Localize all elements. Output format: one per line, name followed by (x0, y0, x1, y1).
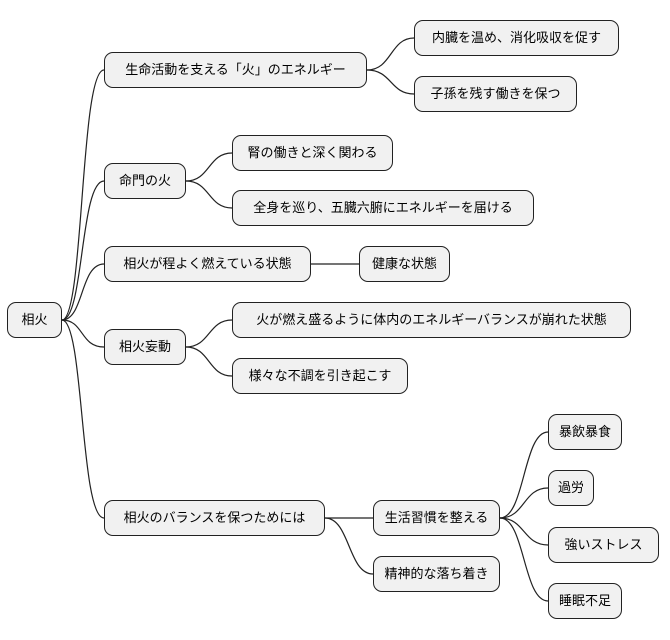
node-mental-calm: 精神的な落ち着き (373, 556, 500, 592)
node-preserve-offspring: 子孫を残す働きを保つ (414, 76, 577, 112)
node-keep-balance: 相火のバランスを保つためには (104, 500, 325, 536)
edge-root-life (61, 69, 105, 321)
edge-root-balanced (61, 263, 105, 321)
node-imbalance: 火が燃え盛るように体内のエネルギーバランスが崩れた状態 (232, 302, 631, 338)
node-wangdong: 相火妄動 (104, 329, 186, 365)
node-lifestyle-habits: 生活習慣を整える (373, 500, 500, 536)
edge-root-wangdong (61, 319, 105, 348)
edge-root-keep (61, 319, 105, 519)
edge-wangdong-imbalance (185, 319, 233, 348)
node-kidney-function: 腎の働きと深く関わる (232, 135, 393, 171)
node-sleep-lack: 睡眠不足 (548, 583, 622, 619)
edge-habits-stress (499, 517, 549, 546)
node-disorders: 様々な不調を引き起こす (232, 358, 408, 394)
edge-habits-sleep (499, 517, 549, 602)
node-mingmen-fire: 命門の火 (104, 163, 186, 199)
edge-mingmen-circulate (185, 180, 233, 209)
edge-wangdong-disorders (185, 346, 233, 377)
edge-keep-mental (324, 517, 374, 575)
edge-habits-overwork (499, 487, 549, 519)
edge-habits-overeating (499, 431, 549, 519)
node-warm-organs: 内臓を温め、消化吸収を促す (414, 20, 619, 56)
node-balanced-state: 相火が程よく燃えている状態 (104, 246, 311, 282)
root-node: 相火 (7, 302, 62, 338)
edge-root-mingmen (61, 180, 105, 321)
node-overwork: 過労 (548, 470, 594, 506)
node-strong-stress: 強いストレス (548, 527, 659, 563)
node-healthy-state: 健康な状態 (359, 246, 450, 282)
node-overeating: 暴飲暴食 (548, 414, 622, 450)
edge-life-warm (366, 37, 415, 71)
edge-life-offspring (366, 69, 415, 95)
node-circulate-body: 全身を巡り、五臓六腑にエネルギーを届ける (232, 190, 534, 226)
edge-mingmen-kidney (185, 152, 233, 182)
node-life-energy: 生命活動を支える「火」のエネルギー (104, 52, 367, 88)
